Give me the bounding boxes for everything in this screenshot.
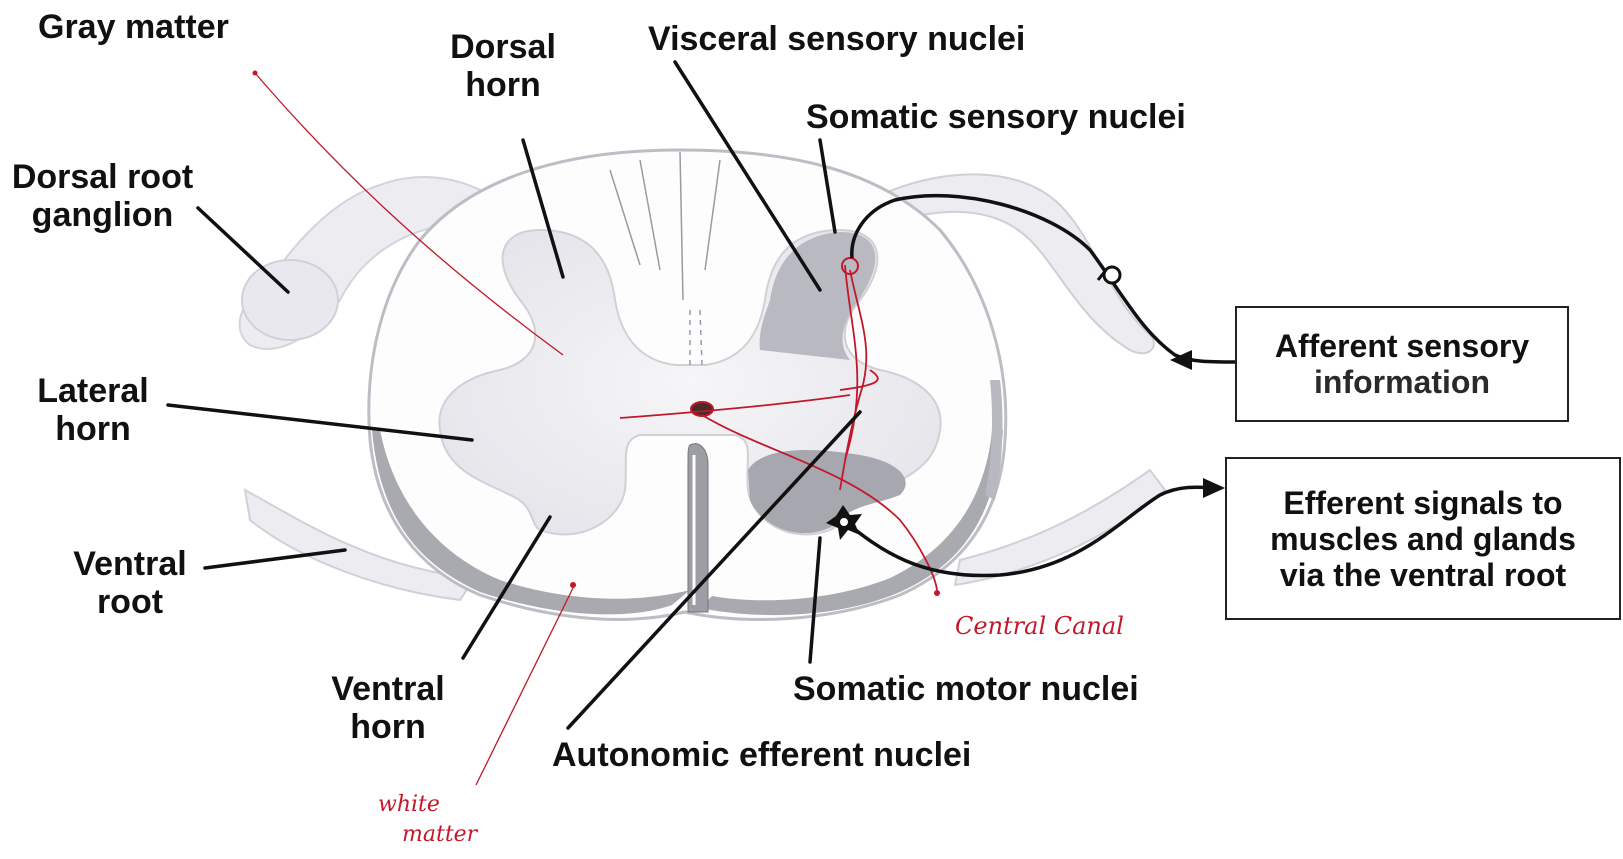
handwritten-white-matter: white matter: [378, 790, 477, 850]
efferent-box-line2: muscles and glands: [1270, 521, 1576, 557]
label-dorsal-horn-line1: Dorsal: [438, 28, 568, 66]
efferent-signals-box: Efferent signals to muscles and glands v…: [1225, 457, 1621, 620]
label-gray-matter: Gray matter: [38, 8, 229, 46]
label-lateral-horn: Lateral horn: [28, 372, 158, 448]
afferent-sensory-box: Afferent sensory information: [1235, 306, 1569, 422]
label-ventral-horn-line1: Ventral: [318, 670, 458, 708]
label-somatic-sensory-nuclei: Somatic sensory nuclei: [806, 98, 1186, 136]
label-dorsal-horn-line2: horn: [438, 66, 568, 104]
label-lateral-horn-line1: Lateral: [28, 372, 158, 410]
efferent-box-line3: via the ventral root: [1280, 557, 1566, 593]
afferent-box-line2: information: [1314, 364, 1490, 400]
label-lateral-horn-line2: horn: [28, 410, 158, 448]
label-ventral-root: Ventral root: [60, 545, 200, 621]
label-ventral-root-line2: root: [60, 583, 200, 621]
central-canal: [691, 402, 713, 416]
label-visceral-sensory-nuclei: Visceral sensory nuclei: [648, 20, 1025, 58]
leader-dorsal-root-ganglion: [198, 208, 288, 292]
afferent-box-line1: Afferent sensory: [1275, 328, 1529, 364]
handwritten-white: white: [378, 790, 477, 820]
label-dorsal-root-ganglion: Dorsal root ganglion: [0, 158, 205, 234]
label-dorsal-root-ganglion-line2: ganglion: [0, 196, 205, 234]
label-ventral-horn-line2: horn: [318, 708, 458, 746]
ganglion-cell-body: [1104, 267, 1120, 283]
dorsal-root-ganglion: [242, 260, 338, 340]
handwritten-matter: matter: [378, 820, 477, 850]
label-ventral-horn: Ventral horn: [318, 670, 458, 746]
label-autonomic-efferent-nuclei: Autonomic efferent nuclei: [552, 736, 971, 774]
label-somatic-motor-nuclei: Somatic motor nuclei: [793, 670, 1139, 708]
label-dorsal-horn: Dorsal horn: [438, 28, 568, 104]
efferent-box-line1: Efferent signals to: [1283, 485, 1562, 521]
label-dorsal-root-ganglion-line1: Dorsal root: [0, 158, 205, 196]
handwritten-central-canal: Central Canal: [955, 612, 1124, 640]
efferent-arrow: [1203, 478, 1225, 498]
label-ventral-root-line1: Ventral: [60, 545, 200, 583]
